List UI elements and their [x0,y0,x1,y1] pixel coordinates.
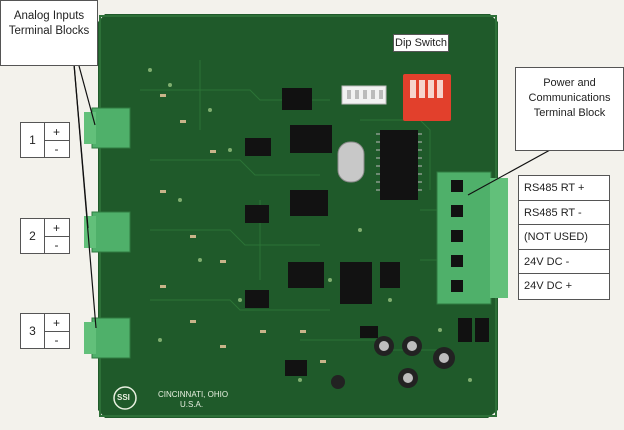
silkscreen-city: CINCINNATI, OHIO [158,390,229,399]
analog-channel-2: 2 + - [20,218,70,254]
channel-number: 1 [21,123,45,157]
pin-row: 24V DC - [519,250,609,275]
power-comm-line3: Terminal Block [533,107,606,119]
analog-channel-3: 3 + - [20,313,70,349]
channel-minus: - [54,332,59,347]
channel-minus: - [54,141,59,156]
pin-row: 24V DC + [524,280,572,293]
channel-number: 2 [21,219,45,253]
channel-plus: + [44,123,69,141]
channel-plus: + [44,219,69,237]
silkscreen-country: U.S.A. [180,400,204,409]
ssi-logo-mark [113,386,137,410]
analog-inputs-line2: Terminal Blocks [8,25,90,37]
channel-number: 3 [21,314,45,348]
pin-row: RS485 RT - [519,201,609,226]
pin-row: RS485 RT + [519,176,609,201]
power-terminal-block [436,171,508,305]
channel-minus: - [54,237,59,252]
analog-inputs-callout: Analog Inputs Terminal Blocks [0,0,98,66]
power-comm-line1: Power and [543,77,596,89]
power-comm-callout: Power and Communications Terminal Block [515,67,624,151]
analog-terminal-blocks [84,107,131,359]
power-pin-table: RS485 RT + RS485 RT - (NOT USED) 24V DC … [518,175,610,300]
power-comm-line2: Communications [528,92,611,104]
pin-row: (NOT USED) [519,225,609,250]
silkscreen-logo: SSI [117,393,130,402]
analog-channel-1: 1 + - [20,122,70,158]
channel-plus: + [44,314,69,332]
dip-switch-callout: Dip Switch [393,34,449,52]
analog-inputs-line1: Analog Inputs [13,10,85,22]
